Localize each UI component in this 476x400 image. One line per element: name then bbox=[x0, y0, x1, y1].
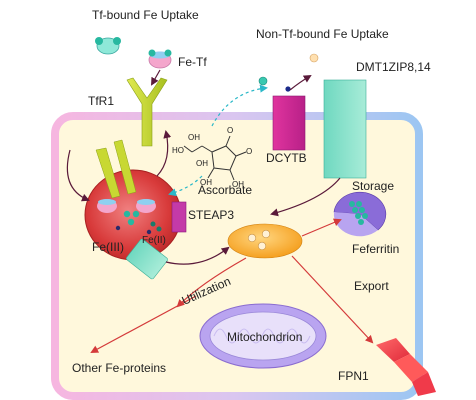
ferritin-label: Feferritin bbox=[352, 242, 400, 256]
steap3-transporter bbox=[171, 201, 187, 233]
storage-label: Storage bbox=[352, 179, 395, 193]
endosome bbox=[84, 139, 182, 261]
ascorbate-molecule bbox=[183, 135, 247, 181]
dcytb-label: DCYTB bbox=[266, 151, 307, 165]
ferritin-shell bbox=[333, 191, 387, 237]
labile-iron-pool bbox=[227, 223, 303, 259]
arrow-tfr1-endocytosis bbox=[66, 149, 90, 202]
fe2-ion-dot bbox=[285, 86, 291, 92]
fe-tf-molecule-2 bbox=[148, 49, 172, 69]
fpn1-label: FPN1 bbox=[338, 369, 369, 383]
arrow-ascorbate-to-endosome bbox=[168, 175, 203, 197]
fe2-label: Fe(II) bbox=[142, 235, 166, 246]
arrow-tfr1-recycle bbox=[156, 130, 172, 177]
mitochondrion-label: Mitochondrion bbox=[227, 330, 303, 344]
tfr1-label: TfR1 bbox=[88, 94, 115, 108]
ascorbate-atom-oh-top: OH bbox=[188, 133, 200, 142]
arrow-pool-to-storage bbox=[301, 218, 342, 237]
arrow-ascorbate-to-dcytb bbox=[211, 84, 268, 127]
ascorbate-atom-oh-left: OH bbox=[196, 159, 208, 168]
arrow-pool-to-utilization bbox=[176, 257, 247, 308]
tfr1-receptor bbox=[126, 77, 168, 147]
arrow-dcytb-reduction bbox=[289, 74, 312, 91]
dmt1-zip-transporter bbox=[323, 79, 367, 179]
tf-bound-uptake-label: Tf-bound Fe Uptake bbox=[92, 8, 199, 22]
mitochondrion bbox=[199, 303, 327, 369]
ascorbate-atom-o-top: O bbox=[227, 126, 234, 135]
ascorbate-atom-ho-left: HO bbox=[172, 146, 184, 155]
arrow-dmt1-to-pool bbox=[270, 177, 341, 217]
ascorbate-atom-o-ring: O bbox=[246, 147, 253, 156]
export-label: Export bbox=[354, 279, 389, 293]
non-tf-uptake-label: Non-Tf-bound Fe Uptake bbox=[256, 27, 389, 41]
ascorbate-atom-oh-bottom-left: OH bbox=[200, 178, 212, 187]
arrow-utilization-to-proteins bbox=[90, 295, 197, 353]
other-fe-proteins-label: Other Fe-proteins bbox=[72, 361, 167, 375]
arrow-endosome-dmt1-to-pool bbox=[165, 246, 230, 265]
fe3-label: Fe(III) bbox=[92, 240, 124, 254]
arrow-fe-tf-binding bbox=[151, 69, 161, 86]
fe-tf-molecule-1 bbox=[95, 37, 121, 55]
dcytb-transporter bbox=[272, 95, 306, 151]
fe3-ion-dot bbox=[258, 76, 268, 86]
fpn1-exporter bbox=[376, 338, 436, 396]
ascorbate-label: Ascorbate bbox=[198, 183, 253, 197]
dmt1-label: DMT1ZIP8,14 bbox=[356, 60, 431, 74]
ascorbate-atom-oh-bottom-right: OH bbox=[232, 180, 244, 189]
extracellular-iron-dot bbox=[309, 53, 319, 63]
endosomal-dmt1 bbox=[126, 238, 168, 280]
arrow-pool-to-export bbox=[291, 255, 374, 344]
fe-tf-label: Fe-Tf bbox=[178, 55, 207, 69]
steap3-label: STEAP3 bbox=[188, 208, 235, 222]
